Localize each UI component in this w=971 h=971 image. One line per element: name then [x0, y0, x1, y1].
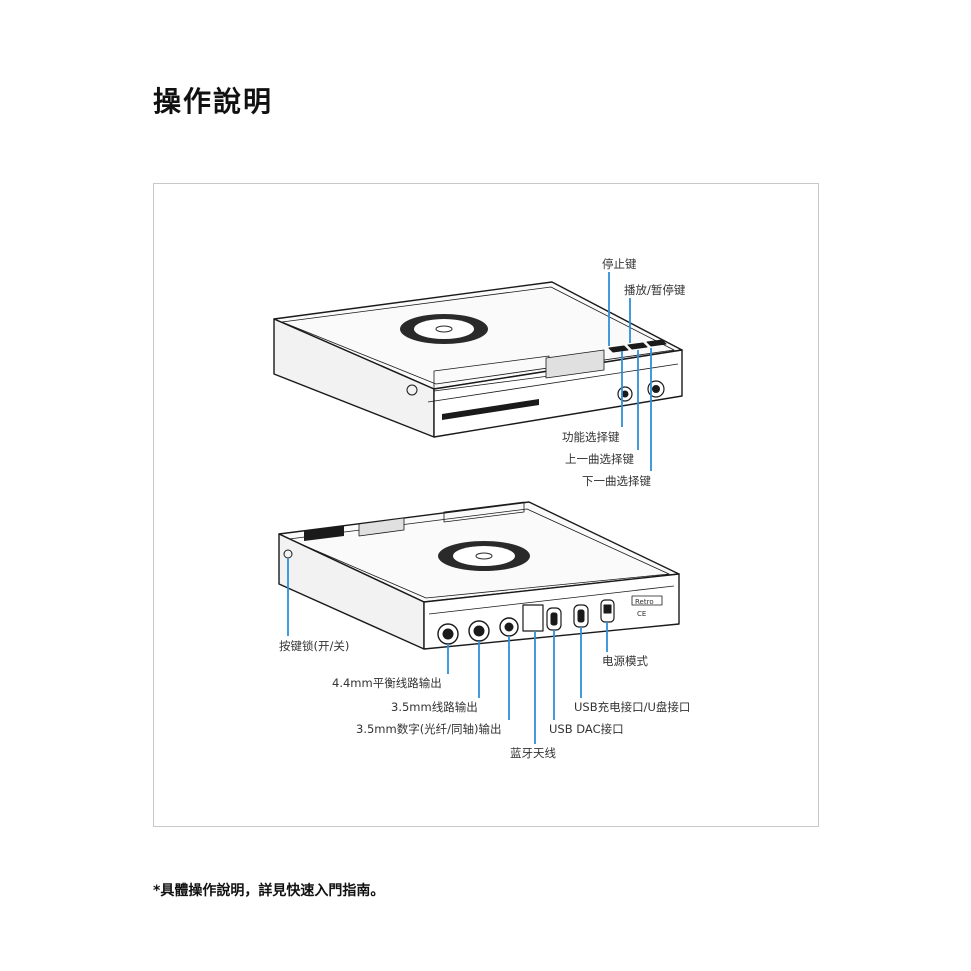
label-stop-key: 停止键 — [602, 257, 637, 271]
device-rear-view — [278, 501, 680, 650]
label-balanced-out: 4.4mm平衡线路输出 — [332, 676, 442, 690]
label-function-key: 功能选择键 — [562, 430, 620, 444]
label-line-out: 3.5mm线路输出 — [391, 700, 478, 714]
label-power-mode: 电源模式 — [602, 654, 648, 668]
disc-emblem-front — [400, 314, 488, 344]
label-play-pause-key: 播放/暂停键 — [624, 283, 686, 297]
label-usb-charge: USB充电接口/U盘接口 — [574, 700, 690, 714]
cert-mark: CE — [637, 610, 646, 618]
label-key-lock: 按键锁(开/关) — [279, 639, 349, 653]
label-bluetooth-antenna: 蓝牙天线 — [510, 746, 556, 760]
page-title: 操作說明 — [153, 85, 274, 118]
label-digital-out: 3.5mm数字(光纤/同轴)输出 — [356, 722, 502, 736]
disc-emblem-rear — [438, 541, 530, 571]
footnote: *具體操作說明，詳見快速入門指南。 — [153, 883, 385, 899]
diagram-frame: Retro CE 停止键 播放/暂停键 功能选择键 上一曲选择键 下一曲选择键 — [153, 183, 819, 827]
label-prev-track-key: 上一曲选择键 — [565, 452, 634, 466]
callout-lines — [287, 272, 652, 744]
label-usb-dac: USB DAC接口 — [549, 722, 624, 736]
device-diagram: Retro CE 停止键 播放/暂停键 功能选择键 上一曲选择键 下一曲选择键 — [273, 257, 690, 760]
device-front-view — [273, 281, 683, 438]
label-next-track-key: 下一曲选择键 — [582, 474, 651, 488]
brand-mark: Retro — [635, 598, 654, 606]
